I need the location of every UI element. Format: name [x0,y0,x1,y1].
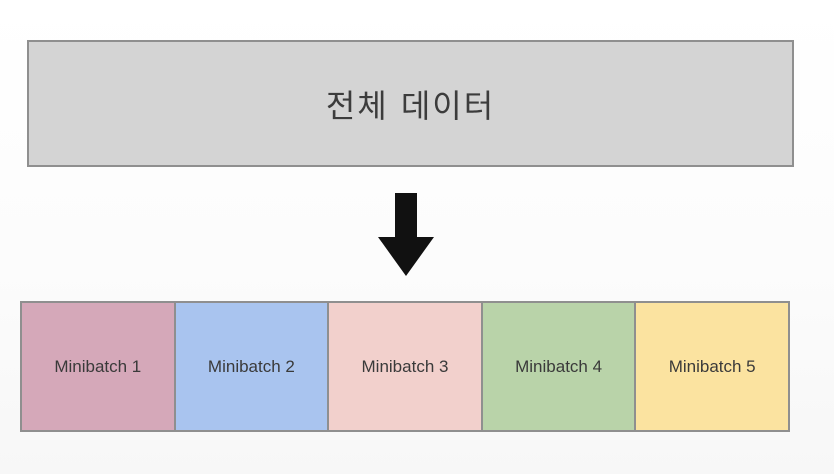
full-data-box: 전체 데이터 [27,40,794,167]
minibatch-cell-1: Minibatch 1 [22,303,176,430]
minibatch-cell-4: Minibatch 4 [482,303,637,430]
down-arrow-shape [378,193,434,276]
minibatch-cell-2: Minibatch 2 [175,303,330,430]
down-arrow-icon [378,193,434,276]
minibatch-label: Minibatch 4 [515,356,603,376]
full-data-label: 전체 데이터 [325,86,496,125]
minibatch-label: Minibatch 1 [54,356,142,376]
minibatch-cell-3: Minibatch 3 [329,303,483,430]
minibatch-row: Minibatch 1 Minibatch 2 Minibatch 3 Mini… [20,301,790,432]
minibatch-label: Minibatch 5 [668,356,756,376]
minibatch-cell-5: Minibatch 5 [636,303,788,430]
minibatch-label: Minibatch 2 [207,356,295,376]
minibatch-label: Minibatch 3 [361,356,449,376]
